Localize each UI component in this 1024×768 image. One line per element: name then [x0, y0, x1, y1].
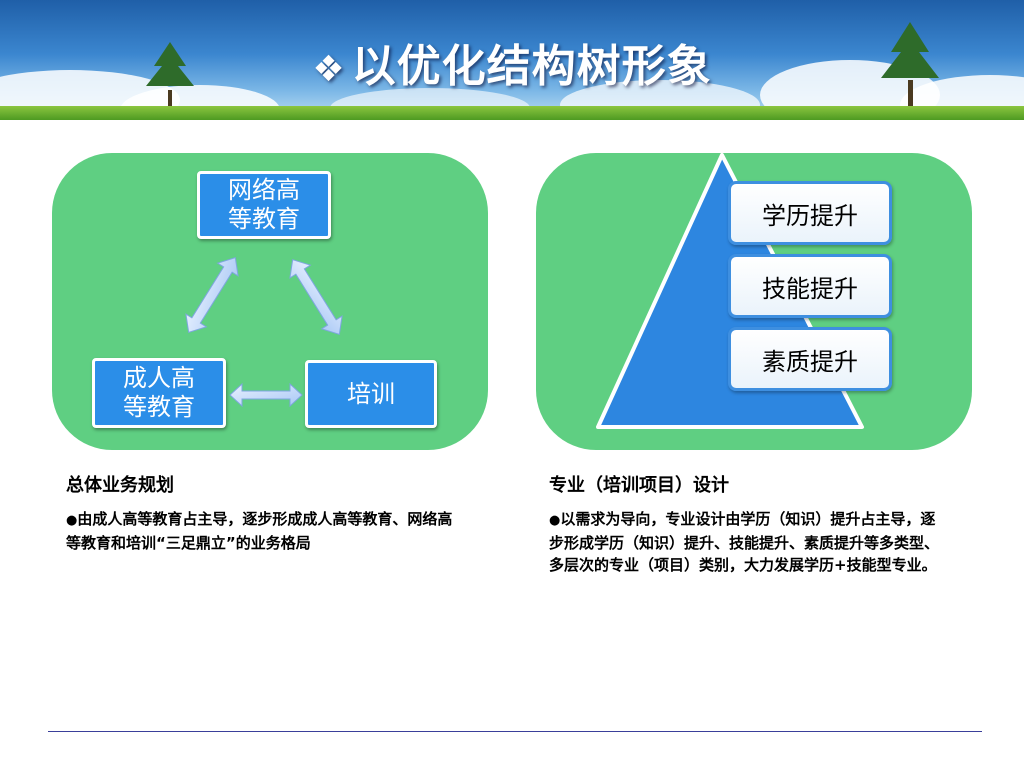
- level-academic-upgrade: 学历提升: [728, 181, 892, 245]
- right-description: ●以需求为导向，专业设计由学历（知识）提升占主导，逐步形成学历（知识）提升、技能…: [549, 508, 949, 576]
- bullet-dot-icon: ●: [549, 513, 561, 528]
- left-description-text: 由成人高等教育占主导，逐步形成成人高等教育、网络高等教育和培训“三足鼎立”的业务…: [66, 510, 453, 552]
- right-heading: 专业（培训项目）设计: [549, 475, 729, 496]
- tree-icon: [881, 22, 939, 120]
- node-adult-higher-education: 成人高 等教育: [92, 358, 226, 428]
- node-label: 成人高 等教育: [123, 364, 195, 421]
- tree-icon: [146, 42, 194, 120]
- level-label: 技能提升: [762, 274, 858, 303]
- node-online-higher-education: 网络高 等教育: [197, 171, 331, 239]
- double-arrow-icon: [289, 259, 343, 335]
- level-label: 学历提升: [762, 201, 858, 230]
- grass-strip: [0, 106, 1024, 120]
- footer-divider: [48, 731, 982, 732]
- slide-title: ❖以优化结构树形象: [0, 30, 1024, 94]
- slide-title-text: 以优化结构树形象: [351, 41, 712, 92]
- triangle-arrows: [185, 257, 343, 408]
- level-skill-upgrade: 技能提升: [728, 254, 892, 318]
- bullet-dot-icon: ●: [66, 513, 78, 528]
- level-label: 素质提升: [762, 347, 858, 376]
- left-description: ●由成人高等教育占主导，逐步形成成人高等教育、网络高等教育和培训“三足鼎立”的业…: [66, 508, 466, 554]
- header-banner: ❖以优化结构树形象: [0, 0, 1024, 120]
- node-label: 培训: [347, 379, 395, 408]
- double-arrow-icon: [185, 257, 239, 333]
- left-heading: 总体业务规划: [66, 475, 174, 496]
- level-quality-upgrade: 素质提升: [728, 327, 892, 391]
- right-description-text: 以需求为导向，专业设计由学历（知识）提升占主导，逐步形成学历（知识）提升、技能提…: [549, 510, 940, 574]
- diamond-bullet-icon: ❖: [312, 49, 346, 90]
- double-arrow-icon: [229, 382, 303, 408]
- node-label: 网络高 等教育: [228, 176, 300, 233]
- node-training: 培训: [305, 360, 437, 428]
